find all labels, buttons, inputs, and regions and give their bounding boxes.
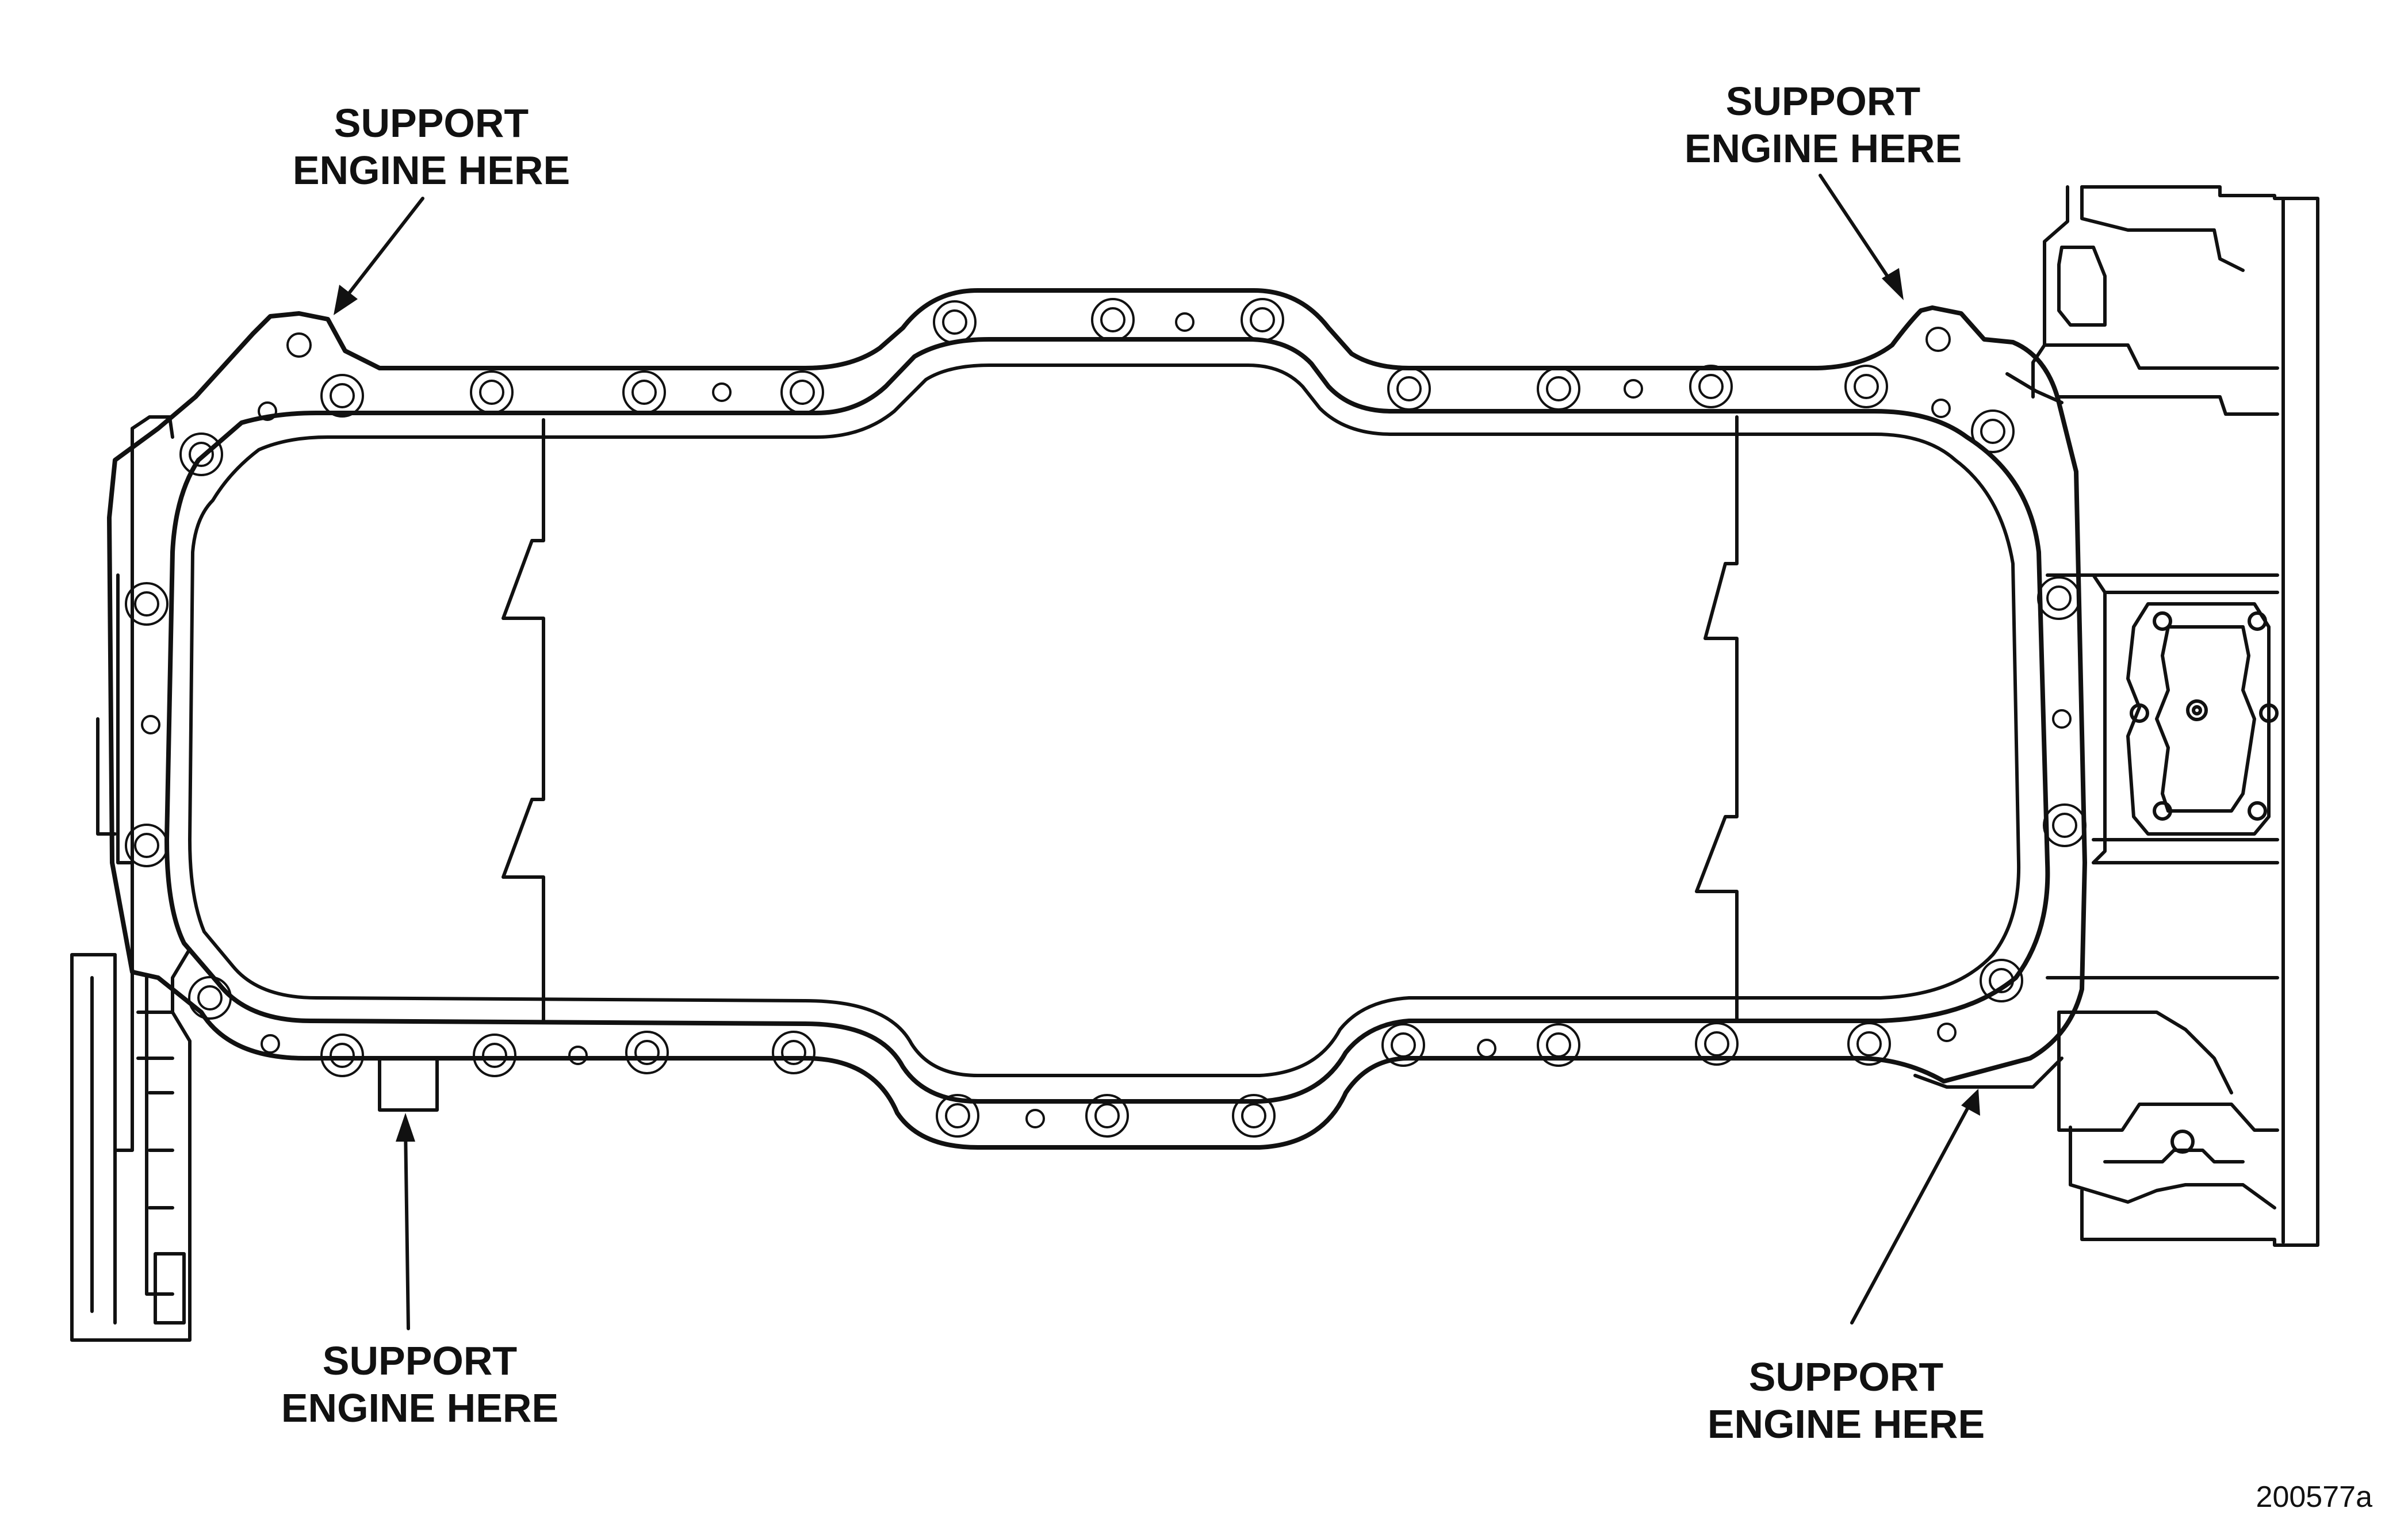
bolt (1689, 365, 1733, 408)
bolt (1537, 367, 1580, 411)
bolt (470, 370, 514, 414)
bolt (188, 976, 232, 1020)
callout-bottom-right: SUPPORT ENGINE HERE (1708, 1354, 1985, 1446)
bolt (1844, 365, 1888, 408)
bolt (1085, 1094, 1129, 1138)
bolt (1381, 1023, 1425, 1067)
callout-line: SUPPORT (1749, 1354, 1943, 1399)
callout-line: ENGINE HERE (281, 1385, 558, 1430)
bolt (320, 1034, 364, 1077)
bolt (1971, 409, 2015, 453)
bolt (622, 370, 666, 414)
bolt (1387, 367, 1431, 411)
bolt (125, 824, 169, 867)
bolt (772, 1031, 816, 1074)
arrow-heads (334, 268, 1980, 1142)
bolt (2037, 576, 2081, 620)
callout-top-right: SUPPORT ENGINE HERE (1685, 79, 1962, 171)
front-engine-block (70, 415, 192, 1342)
dowel-holes (141, 312, 2072, 1128)
break-lines (501, 415, 1739, 1023)
callout-line: SUPPORT (334, 101, 529, 146)
callout-line: ENGINE HERE (1708, 1402, 1985, 1446)
bolt (1980, 959, 2023, 1002)
bolt (780, 370, 824, 414)
callout-line: SUPPORT (1726, 79, 1920, 124)
bolt (1232, 1094, 1276, 1138)
bolt (125, 582, 169, 626)
rear-engine-block (2031, 185, 2319, 1247)
bolt (1847, 1022, 1891, 1066)
bolt (1695, 1022, 1739, 1066)
callout-bottom-left: SUPPORT ENGINE HERE (281, 1338, 558, 1430)
callout-top-left: SUPPORT ENGINE HERE (293, 101, 570, 193)
bolt (1241, 298, 1284, 342)
leader-arrows (340, 174, 1971, 1330)
bolt (286, 332, 312, 358)
bolt (1925, 327, 1951, 352)
bolt (473, 1034, 516, 1077)
pan-bolts (125, 298, 2087, 1138)
figure-number: 200577a (2256, 1480, 2373, 1514)
bolt (179, 432, 223, 476)
bolt (1091, 298, 1135, 342)
callout-line: ENGINE HERE (1685, 126, 1962, 171)
bolt (1537, 1023, 1580, 1067)
bolt (2043, 803, 2087, 847)
bolt (320, 374, 364, 418)
oil-pan-flange (107, 288, 2087, 1150)
callout-line: ENGINE HERE (293, 148, 570, 193)
bolt (936, 1094, 979, 1138)
callout-line: SUPPORT (323, 1338, 517, 1383)
bolt (933, 300, 977, 344)
bolt (625, 1031, 669, 1074)
